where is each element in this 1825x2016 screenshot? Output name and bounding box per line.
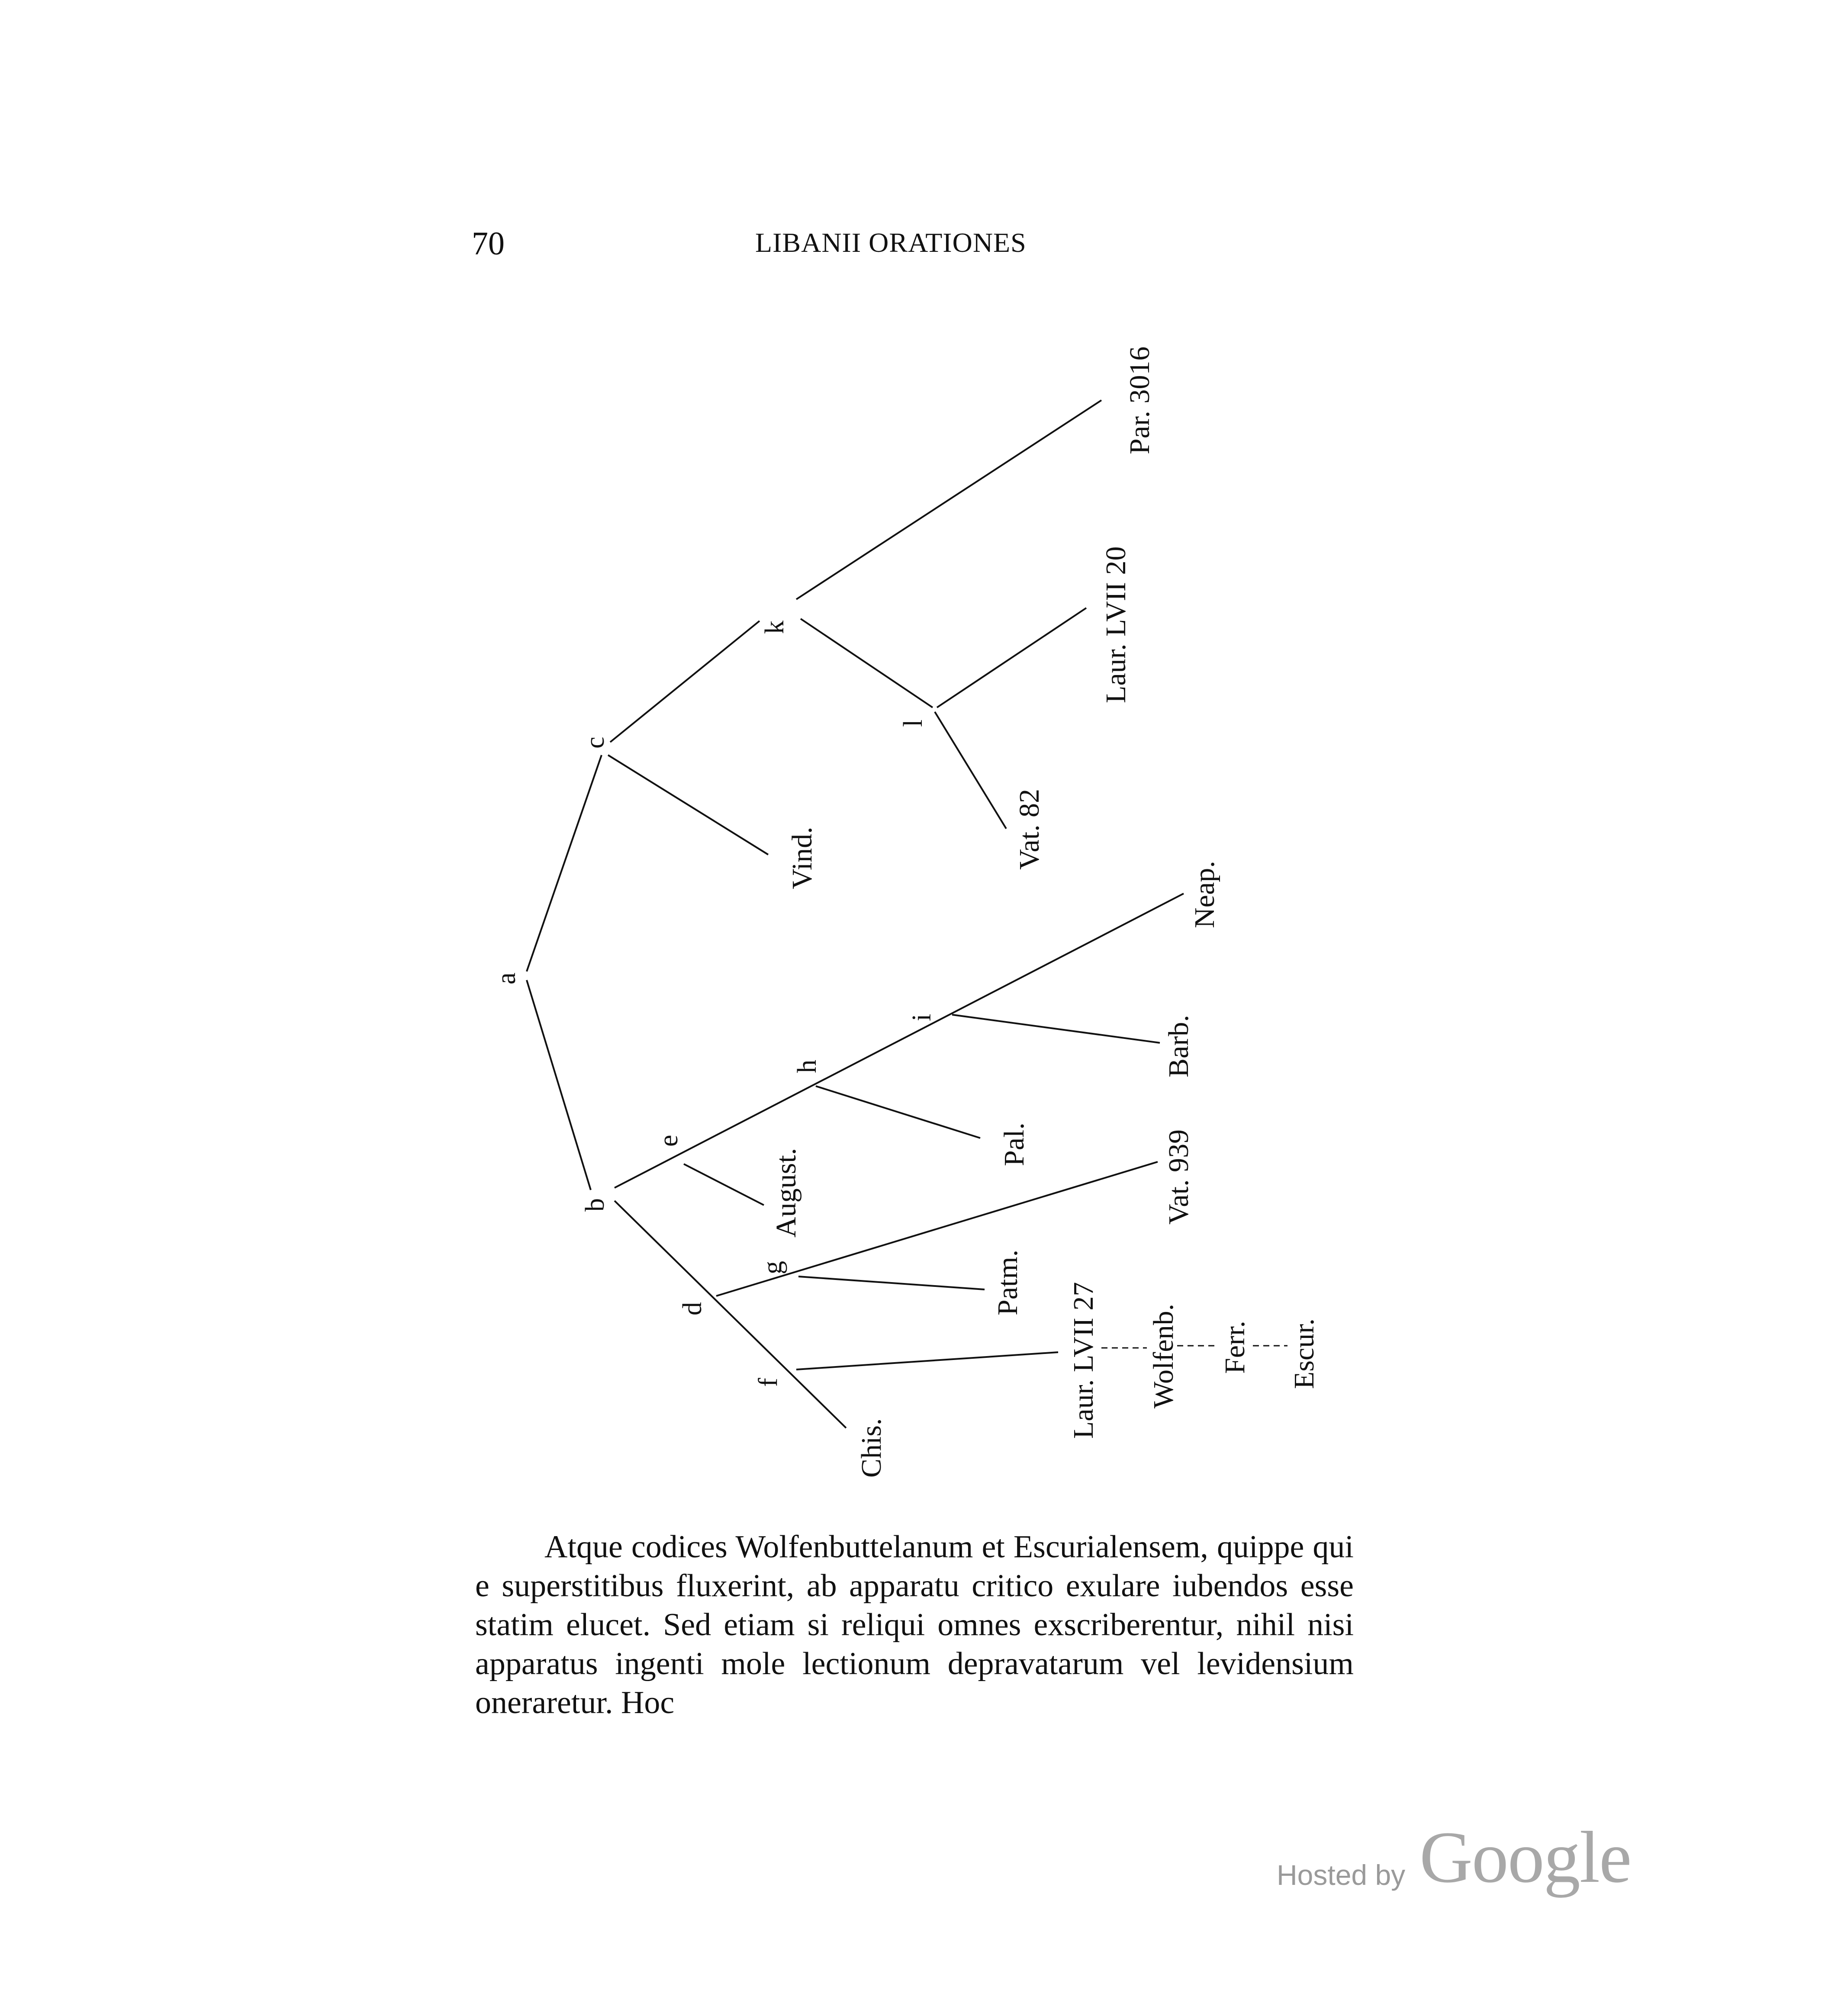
ms-label-pal: Pal. <box>998 1122 1030 1166</box>
edge-l-laur20 <box>936 607 1087 708</box>
node-label-b: b <box>580 1198 610 1212</box>
ms-label-vind: Vind. <box>786 826 818 889</box>
ms-label-wolfenb: Wolfenb. <box>1148 1304 1179 1408</box>
edge-c-k <box>609 620 760 743</box>
body-text: Atque codices Wolfenbuttelanum et Escuri… <box>475 1527 1354 1722</box>
ms-label-neap: Neap. <box>1189 861 1220 928</box>
ms-label-barb: Barb. <box>1163 1015 1194 1077</box>
edge-h-pal <box>815 1085 981 1139</box>
ms-label-vat-82: Vat. 82 <box>1014 789 1045 870</box>
edge-b-e-h-i-neap <box>614 893 1184 1189</box>
body-paragraph: Atque codices Wolfenbuttelanum et Escuri… <box>475 1529 1354 1720</box>
hosted-by-label: Hosted by <box>1277 1859 1406 1891</box>
node-label-d: d <box>678 1302 707 1315</box>
ms-label-vat-939: Vat. 939 <box>1163 1129 1194 1225</box>
node-label-e: e <box>654 1135 683 1147</box>
running-head: 70 LIBANII ORATIONES <box>472 225 1078 268</box>
edge-k-l <box>800 618 933 708</box>
ms-label-par-3016: Par. 3016 <box>1124 347 1156 454</box>
ms-label-august: August. <box>770 1148 802 1238</box>
edge-a-b <box>526 980 592 1190</box>
ms-label-laur-lvii-27: Laur. LVII 27 <box>1068 1282 1099 1439</box>
ms-label-laur-lvii-20: Laur. LVII 20 <box>1100 547 1132 703</box>
node-label-f: f <box>753 1378 783 1387</box>
ms-label-patm: Patm. <box>992 1250 1024 1315</box>
google-logo: Google <box>1419 1817 1632 1898</box>
edge-b-d-chis <box>614 1200 847 1429</box>
edge-e-august <box>683 1163 764 1206</box>
node-label-a: a <box>492 972 521 984</box>
edge-c-vind <box>607 754 769 855</box>
node-label-k: k <box>760 621 789 634</box>
edge-i-barb <box>952 1014 1160 1044</box>
node-label-l: l <box>898 720 928 727</box>
node-label-g: g <box>758 1261 787 1274</box>
node-label-h: h <box>792 1060 822 1073</box>
ms-label-chis: Chis. <box>856 1418 887 1478</box>
running-title: LIBANII ORATIONES <box>755 227 1027 258</box>
page-number: 70 <box>472 225 505 262</box>
google-watermark: Hosted by Google <box>1277 1815 1709 1915</box>
ms-label-escur: Escur. <box>1288 1318 1320 1389</box>
edge-k-par <box>795 399 1102 600</box>
edge-l-vat82 <box>934 711 1007 830</box>
ms-label-ferr: Ferr. <box>1219 1321 1251 1374</box>
node-label-c: c <box>580 736 610 749</box>
edge-d-g-vat939 <box>716 1161 1158 1297</box>
edge-a-c <box>526 755 602 972</box>
edge-g-patm <box>798 1276 985 1290</box>
edge-f-laur27 <box>796 1351 1059 1370</box>
node-label-i: i <box>907 1014 937 1021</box>
